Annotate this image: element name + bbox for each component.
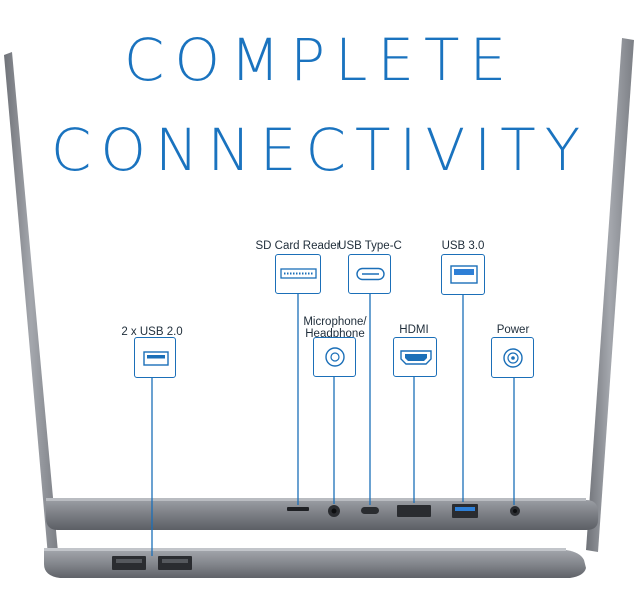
connector-lines bbox=[151, 294, 515, 556]
power-label: Power bbox=[496, 324, 530, 336]
sd-card-slot bbox=[287, 507, 309, 511]
usb3-label: USB 3.0 bbox=[441, 240, 485, 252]
left-lid-edge bbox=[4, 52, 58, 556]
usb-c-icon bbox=[348, 254, 391, 294]
usb-c-port bbox=[361, 507, 379, 514]
audio-label-line-1: Microphone/ bbox=[303, 316, 367, 328]
audio-jack-icon bbox=[313, 337, 356, 377]
usb-a-icon bbox=[134, 337, 176, 378]
hdmi-port bbox=[397, 505, 431, 517]
sdcard-label: SD Card Reader bbox=[255, 240, 341, 252]
hdmi-label: HDMI bbox=[399, 324, 429, 336]
power-jack-icon bbox=[491, 337, 534, 378]
usb2-label: 2 x USB 2.0 bbox=[121, 326, 183, 338]
headline-line-1: COMPLETE bbox=[123, 26, 517, 94]
usb-a-blue-icon bbox=[441, 254, 485, 295]
headline-line-2: CONNECTIVITY bbox=[50, 116, 590, 184]
hdmi-icon bbox=[393, 337, 437, 377]
right-lid-edge bbox=[586, 38, 634, 552]
sd-card-slot-icon bbox=[275, 254, 321, 294]
usbc-label: USB Type-C bbox=[338, 240, 402, 252]
